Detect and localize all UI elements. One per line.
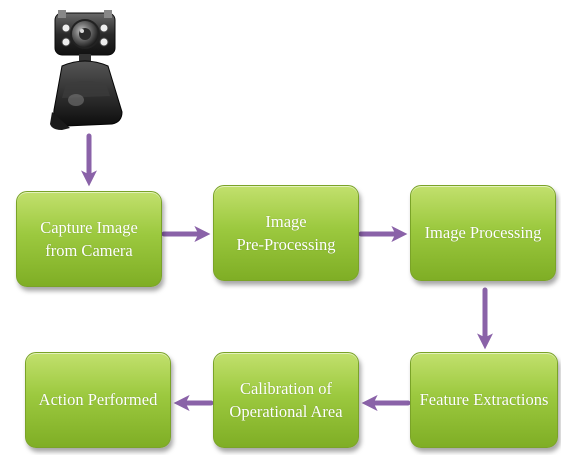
step-image-processing-label: Image Processing [424, 223, 542, 243]
step-feature-extractions: Feature Extractions [410, 352, 558, 448]
step-calibration: Calibration of Operational Area [213, 352, 359, 448]
step-image-preprocessing-label: Image Pre-Processing [236, 211, 336, 254]
step-capture-image-label: Capture Image from Camera [40, 217, 138, 260]
step-action-performed-label: Action Performed [38, 390, 158, 410]
step-feature-extractions-label: Feature Extractions [419, 390, 549, 410]
step-capture-image: Capture Image from Camera [16, 191, 162, 287]
step-action-performed: Action Performed [25, 352, 171, 448]
step-image-preprocessing: Image Pre-Processing [213, 185, 359, 281]
step-calibration-label: Calibration of Operational Area [229, 378, 343, 421]
step-image-processing: Image Processing [410, 185, 556, 281]
